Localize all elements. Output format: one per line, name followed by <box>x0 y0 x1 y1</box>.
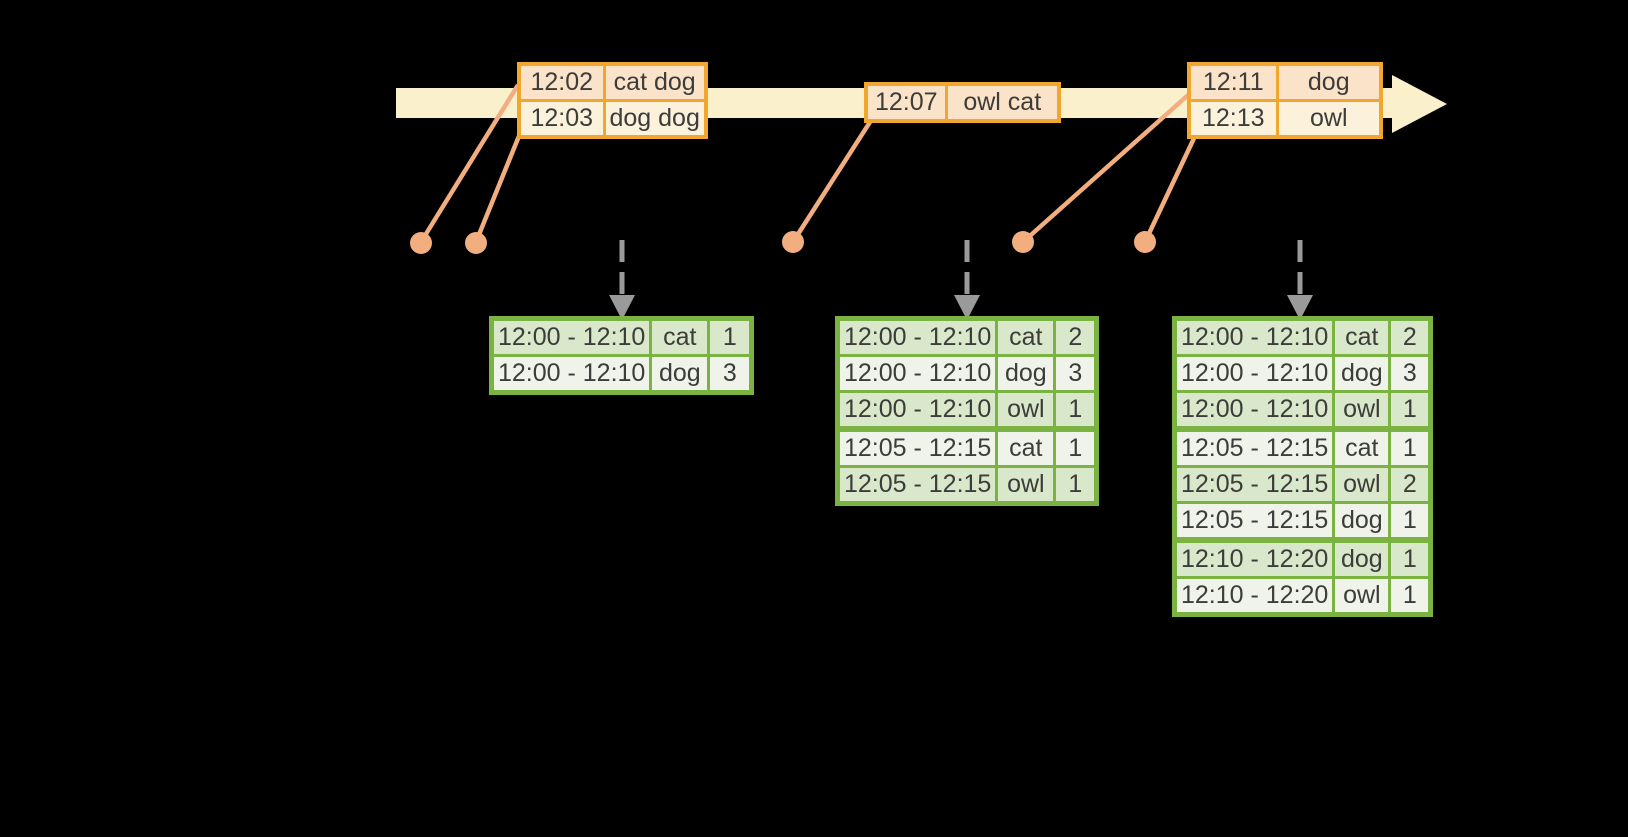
event-row: 12:07 owl cat <box>864 82 1061 123</box>
result-row: 12:00 - 12:10 cat 2 <box>1172 317 1433 357</box>
result-table-1: 12:00 - 12:10 cat 1 12:00 - 12:10 dog 3 <box>489 316 755 395</box>
count-cell: 1 <box>1053 390 1099 431</box>
result-row: 12:00 - 12:10 dog 3 <box>835 354 1099 393</box>
event-words-cell: owl cat <box>944 82 1061 123</box>
word-cell: owl <box>1332 465 1392 504</box>
window-cell: 12:00 - 12:10 <box>489 317 653 357</box>
count-cell: 3 <box>707 354 754 394</box>
count-cell: 3 <box>1053 354 1099 393</box>
trigger-arrowhead-icon <box>954 295 980 320</box>
event-words-cell: dog <box>1275 62 1383 102</box>
word-cell: dog <box>995 354 1057 393</box>
result-row: 12:10 - 12:20 dog 1 <box>1172 537 1433 579</box>
trigger-arrow-lines <box>619 240 1303 297</box>
event-words-cell: cat dog <box>602 62 708 102</box>
event-table-3: 12:11 dog 12:13 owl <box>1187 62 1383 139</box>
event-connector-line <box>419 83 520 244</box>
result-row: 12:00 - 12:10 cat 2 <box>835 317 1099 357</box>
result-row: 12:00 - 12:10 dog 3 <box>489 354 754 394</box>
result-row: 12:00 - 12:10 dog 3 <box>1172 354 1433 393</box>
count-cell: 1 <box>1388 501 1433 542</box>
result-table-2: 12:00 - 12:10 cat 2 12:00 - 12:10 dog 3 … <box>835 316 1100 506</box>
trigger-arrowheads <box>609 295 1313 320</box>
word-cell: dog <box>1332 501 1392 542</box>
count-cell: 2 <box>1053 317 1099 357</box>
event-connector-lines <box>419 83 1199 244</box>
word-cell: cat <box>995 317 1057 357</box>
word-cell: dog <box>1332 537 1392 579</box>
window-cell: 12:00 - 12:10 <box>1172 354 1336 393</box>
window-cell: 12:00 - 12:10 <box>1172 317 1336 357</box>
event-words-cell: dog dog <box>602 99 708 139</box>
count-cell: 3 <box>1388 354 1433 393</box>
word-cell: cat <box>649 317 711 357</box>
count-cell: 1 <box>1388 537 1433 579</box>
word-cell: cat <box>1332 317 1392 357</box>
window-cell: 12:10 - 12:20 <box>1172 537 1336 579</box>
count-cell: 1 <box>1388 426 1433 468</box>
event-connector-line <box>791 120 872 244</box>
event-connector-line <box>1021 86 1198 244</box>
event-time-cell: 12:02 <box>517 62 606 102</box>
result-table-3: 12:00 - 12:10 cat 2 12:00 - 12:10 dog 3 … <box>1172 316 1434 617</box>
window-cell: 12:05 - 12:15 <box>1172 426 1336 468</box>
event-table-2: 12:07 owl cat <box>864 82 1061 123</box>
window-cell: 12:00 - 12:10 <box>489 354 653 394</box>
window-cell: 12:10 - 12:20 <box>1172 576 1336 616</box>
result-row: 12:00 - 12:10 owl 1 <box>1172 390 1433 431</box>
event-connector-line <box>473 135 522 243</box>
count-cell: 1 <box>1053 465 1099 505</box>
word-cell: cat <box>1332 426 1392 468</box>
window-cell: 12:05 - 12:15 <box>1172 465 1336 504</box>
event-time-cell: 12:07 <box>864 82 948 123</box>
event-row: 12:13 owl <box>1187 99 1383 139</box>
window-cell: 12:00 - 12:10 <box>835 390 999 431</box>
window-cell: 12:00 - 12:10 <box>1172 390 1336 431</box>
window-cell: 12:00 - 12:10 <box>835 354 999 393</box>
event-words-cell: owl <box>1275 99 1383 139</box>
trigger-arrowhead-icon <box>1287 295 1313 320</box>
word-cell: owl <box>1332 390 1392 431</box>
count-cell: 1 <box>1388 390 1433 431</box>
event-row: 12:03 dog dog <box>517 99 708 139</box>
window-cell: 12:05 - 12:15 <box>1172 501 1336 542</box>
result-row: 12:05 - 12:15 cat 1 <box>835 426 1099 468</box>
event-marker-dot <box>1012 231 1034 253</box>
word-cell: owl <box>1332 576 1392 616</box>
word-cell: cat <box>995 426 1057 468</box>
event-marker-dots <box>410 231 1156 254</box>
event-table-1: 12:02 cat dog 12:03 dog dog <box>517 62 708 139</box>
event-connector-line <box>1142 133 1199 243</box>
word-cell: owl <box>995 465 1057 505</box>
result-row: 12:05 - 12:15 cat 1 <box>1172 426 1433 468</box>
word-cell: dog <box>1332 354 1392 393</box>
result-row: 12:00 - 12:10 owl 1 <box>835 390 1099 431</box>
trigger-arrowhead-icon <box>609 295 635 320</box>
count-cell: 1 <box>707 317 754 357</box>
count-cell: 2 <box>1388 465 1433 504</box>
window-cell: 12:00 - 12:10 <box>835 317 999 357</box>
result-row: 12:10 - 12:20 owl 1 <box>1172 576 1433 616</box>
event-marker-dot <box>1134 231 1156 253</box>
event-marker-dot <box>410 232 432 254</box>
event-row: 12:11 dog <box>1187 62 1383 102</box>
window-cell: 12:05 - 12:15 <box>835 426 999 468</box>
event-row: 12:02 cat dog <box>517 62 708 102</box>
result-row: 12:05 - 12:15 dog 1 <box>1172 501 1433 542</box>
word-cell: owl <box>995 390 1057 431</box>
timeline-arrowhead-icon <box>1392 75 1447 133</box>
count-cell: 1 <box>1388 576 1433 616</box>
result-row: 12:05 - 12:15 owl 1 <box>835 465 1099 505</box>
event-time-cell: 12:13 <box>1187 99 1279 139</box>
count-cell: 1 <box>1053 426 1099 468</box>
event-time-cell: 12:11 <box>1187 62 1279 102</box>
word-cell: dog <box>649 354 711 394</box>
event-marker-dot <box>782 231 804 253</box>
count-cell: 2 <box>1388 317 1433 357</box>
event-marker-dot <box>465 232 487 254</box>
event-time-cell: 12:03 <box>517 99 606 139</box>
result-row: 12:05 - 12:15 owl 2 <box>1172 465 1433 504</box>
result-row: 12:00 - 12:10 cat 1 <box>489 317 754 357</box>
window-cell: 12:05 - 12:15 <box>835 465 999 505</box>
